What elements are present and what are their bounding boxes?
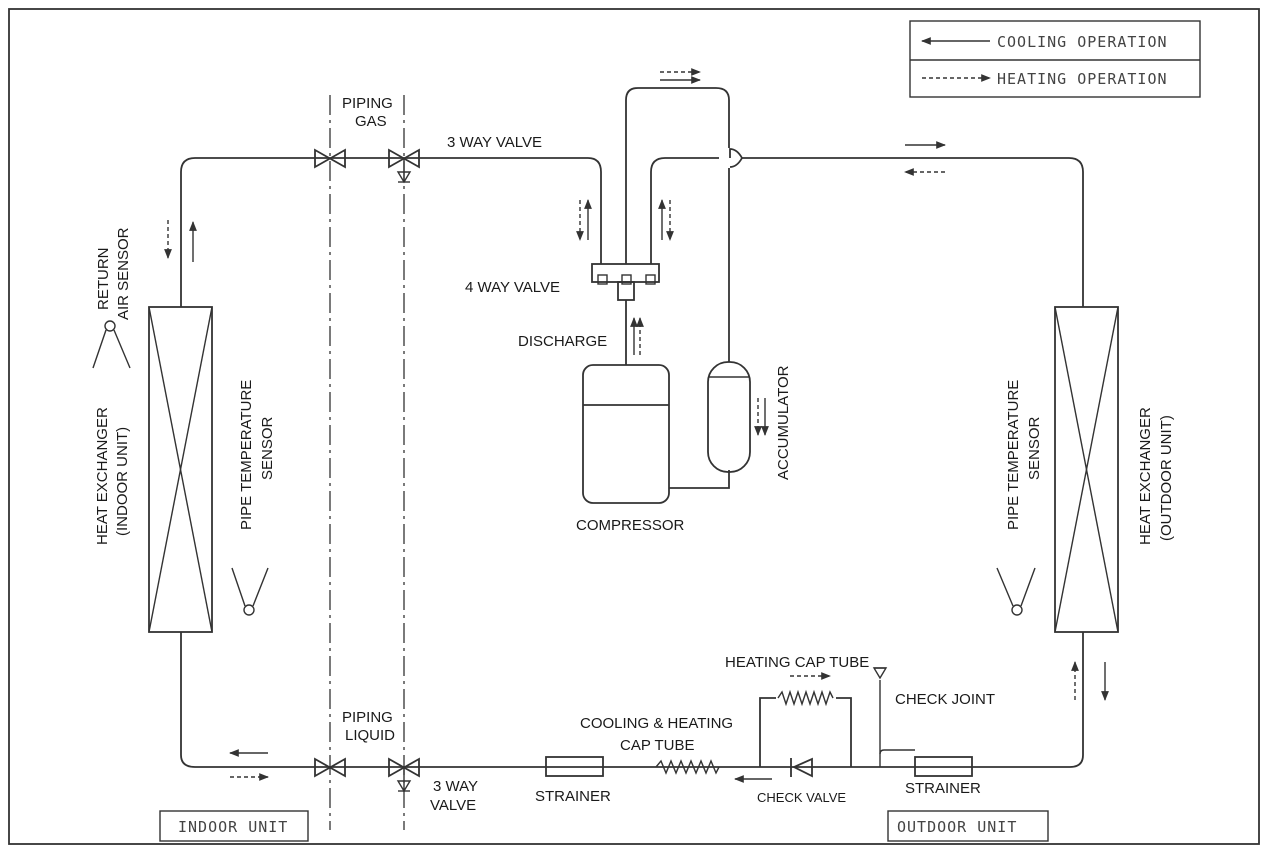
check-valve xyxy=(790,757,813,778)
outdoor-heat-exchanger xyxy=(1054,306,1119,633)
four-way-valve xyxy=(591,263,660,283)
cooling-heating-label-2: CAP TUBE xyxy=(620,737,694,754)
three-way-valve-top-label: 3 WAY VALVE xyxy=(447,134,542,151)
accumulator xyxy=(707,361,751,473)
pipe-temp-sensor-indoor xyxy=(231,567,269,616)
indoor-heat-exchanger xyxy=(148,306,213,633)
legend-heating-label: HEATING OPERATION xyxy=(997,70,1168,88)
heating-bypass-pipe xyxy=(759,697,852,767)
hx-indoor-label-2: (INDOOR UNIT) xyxy=(114,427,131,536)
pipe-temp-left-label-2: SENSOR xyxy=(259,416,276,480)
strainer-left-label: STRAINER xyxy=(535,788,611,805)
hx-outdoor-label-1: HEAT EXCHANGER xyxy=(1137,407,1154,545)
return-air-label-2: AIR SENSOR xyxy=(115,227,132,320)
strainer-right xyxy=(914,756,973,777)
refrigerant-piping xyxy=(180,87,1084,768)
gas-valve-left xyxy=(314,148,346,169)
pipe-temp-left-label-1: PIPE TEMPERATURE xyxy=(238,380,255,530)
check-joint xyxy=(872,667,915,767)
return-air-sensor xyxy=(92,320,131,369)
compressor-label: COMPRESSOR xyxy=(576,517,685,534)
gas-three-way-valve xyxy=(388,148,420,184)
piping-liquid-label-2: LIQUID xyxy=(345,727,395,744)
heating-cap-tube-label: HEATING CAP TUBE xyxy=(725,654,869,671)
piping-liquid-label-1: PIPING xyxy=(342,709,393,726)
legend-cooling-label: COOLING OPERATION xyxy=(997,33,1168,51)
indoor-unit-box xyxy=(159,810,309,842)
heating-cap-tube xyxy=(777,689,834,707)
labels: PIPING GAS 3 WAY VALVE 4 WAY VALVE DISCH… xyxy=(94,95,1175,836)
three-way-valve-bottom-label-1: 3 WAY xyxy=(433,778,478,795)
outer-frame xyxy=(8,8,1260,845)
piping-gas-label-2: GAS xyxy=(355,113,387,130)
outdoor-unit-label: OUTDOOR UNIT xyxy=(897,818,1017,836)
cooling-heating-label-1: COOLING & HEATING xyxy=(580,715,733,732)
hx-outdoor-label-2: (OUTDOOR UNIT) xyxy=(1158,415,1175,541)
outdoor-unit-box xyxy=(887,810,1049,842)
hx-indoor-label-1: HEAT EXCHANGER xyxy=(94,407,111,545)
pipe-temp-right-label-1: PIPE TEMPERATURE xyxy=(1005,380,1022,530)
check-joint-label: CHECK JOINT xyxy=(895,691,995,708)
liquid-three-way-valve xyxy=(388,757,420,793)
return-air-label-1: RETURN xyxy=(95,248,112,311)
pipe-temp-right-label-2: SENSOR xyxy=(1026,416,1043,480)
compressor xyxy=(582,364,670,504)
cooling-heating-cap-tube xyxy=(655,759,720,775)
strainer-left xyxy=(545,756,604,777)
indoor-unit-label: INDOOR UNIT xyxy=(178,818,288,836)
pipe-temp-sensor-outdoor xyxy=(996,567,1036,616)
liquid-valve-left xyxy=(314,757,346,778)
piping-gas-label-1: PIPING xyxy=(342,95,393,112)
legend: COOLING OPERATION HEATING OPERATION xyxy=(909,20,1201,98)
flow-arrows xyxy=(164,68,1109,783)
accumulator-label: ACCUMULATOR xyxy=(775,365,792,480)
strainer-right-label: STRAINER xyxy=(905,780,981,797)
check-valve-label: CHECK VALVE xyxy=(757,790,846,805)
discharge-label: DISCHARGE xyxy=(518,333,607,350)
four-way-valve-label: 4 WAY VALVE xyxy=(465,279,560,296)
three-way-valve-bottom-label-2: VALVE xyxy=(430,797,476,814)
